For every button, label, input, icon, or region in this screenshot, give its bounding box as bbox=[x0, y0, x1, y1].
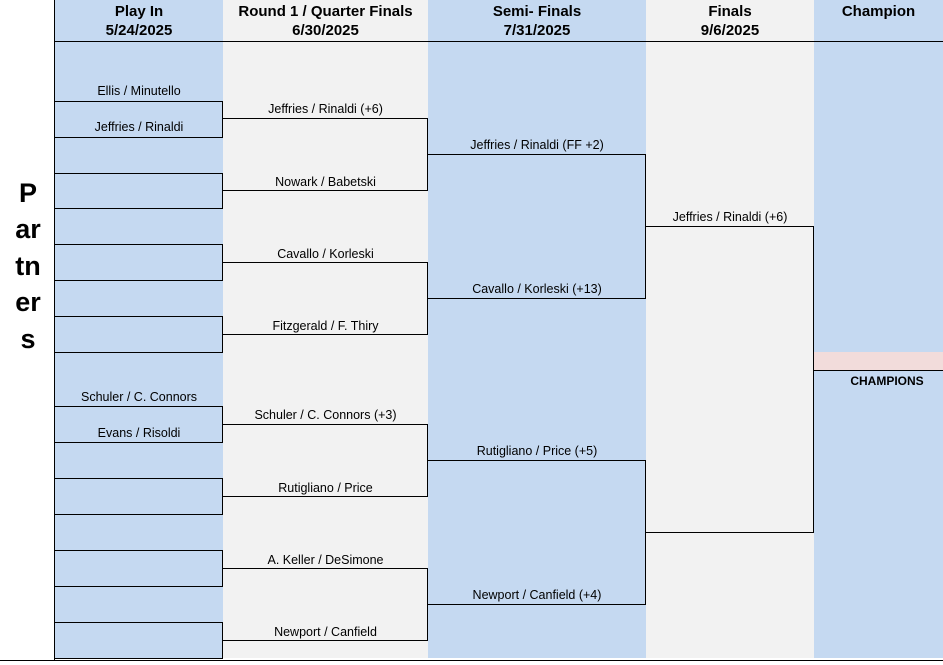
slot-line bbox=[55, 658, 223, 659]
header-title: Semi- Finals bbox=[492, 3, 582, 20]
semis-connector bbox=[645, 154, 646, 298]
slot-edge bbox=[222, 316, 223, 352]
bottom-border bbox=[0, 660, 943, 661]
slot-line bbox=[55, 208, 223, 209]
semis-team: Cavallo / Korleski (+13) bbox=[472, 282, 602, 296]
round1-line bbox=[223, 334, 428, 335]
champion-line bbox=[814, 370, 943, 371]
slot-line bbox=[55, 173, 223, 174]
champion-highlight bbox=[814, 352, 943, 370]
champion-column bbox=[814, 0, 943, 658]
slot-line bbox=[55, 352, 223, 353]
play-in-line bbox=[55, 101, 223, 102]
slot-line bbox=[55, 244, 223, 245]
semis-line bbox=[428, 154, 646, 155]
round1-team: Cavallo / Korleski bbox=[277, 247, 374, 261]
round1-line bbox=[223, 640, 428, 641]
slot-line bbox=[55, 514, 223, 515]
semis-team: Rutigliano / Price (+5) bbox=[476, 444, 598, 458]
round1-line bbox=[223, 424, 428, 425]
semis-line bbox=[428, 460, 646, 461]
slot-line bbox=[55, 316, 223, 317]
header-finals: Finals 9/6/2025 bbox=[646, 2, 814, 40]
semis-column bbox=[428, 0, 646, 658]
header-date: 9/6/2025 bbox=[700, 22, 760, 39]
finals-team: Jeffries / Rinaldi (+6) bbox=[672, 210, 788, 224]
header-round1: Round 1 / Quarter Finals 6/30/2025 bbox=[223, 2, 428, 40]
round1-line bbox=[223, 568, 428, 569]
slot-line bbox=[55, 280, 223, 281]
play-in-team: Evans / Risoldi bbox=[97, 426, 181, 440]
round1-line bbox=[223, 496, 428, 497]
semis-team: Jeffries / Rinaldi (FF +2) bbox=[470, 138, 604, 152]
champion-label: CHAMPIONS bbox=[850, 374, 924, 388]
play-in-team: Jeffries / Rinaldi bbox=[94, 120, 184, 134]
slot-line bbox=[55, 586, 223, 587]
header-semis: Semi- Finals 7/31/2025 bbox=[428, 2, 646, 40]
slot-edge bbox=[222, 622, 223, 658]
semis-team: Newport / Canfield (+4) bbox=[472, 588, 602, 602]
finals-line bbox=[646, 532, 814, 533]
header-divider bbox=[54, 41, 943, 42]
round1-line bbox=[223, 190, 428, 191]
header-title: Round 1 / Quarter Finals bbox=[238, 3, 413, 20]
play-in-team: Schuler / C. Connors bbox=[80, 390, 198, 404]
semis-connector bbox=[645, 460, 646, 604]
header-date: 7/31/2025 bbox=[503, 22, 571, 39]
slot-edge bbox=[222, 550, 223, 586]
round1-team: Fitzgerald / F. Thiry bbox=[272, 319, 379, 333]
round1-line bbox=[223, 118, 428, 119]
round1-connector bbox=[427, 118, 428, 190]
round1-column bbox=[223, 0, 428, 658]
slot-edge bbox=[222, 478, 223, 514]
slot-line bbox=[55, 622, 223, 623]
header-title: Finals bbox=[708, 3, 752, 20]
play-in-line bbox=[55, 137, 223, 138]
finals-line bbox=[646, 226, 814, 227]
play-in-line bbox=[55, 442, 223, 443]
play-in-line bbox=[55, 406, 223, 407]
slot-line bbox=[55, 478, 223, 479]
round1-connector bbox=[427, 262, 428, 334]
slot-edge bbox=[222, 173, 223, 208]
semis-line bbox=[428, 604, 646, 605]
round1-team: Rutigliano / Price bbox=[278, 481, 373, 495]
play-in-connector bbox=[222, 406, 223, 442]
play-in-connector bbox=[222, 101, 223, 137]
header-date: 6/30/2025 bbox=[292, 22, 359, 39]
play-in-team: Ellis / Minutello bbox=[97, 84, 181, 98]
header-play-in: Play In 5/24/2025 bbox=[55, 2, 223, 40]
round1-team: Newport / Canfield bbox=[274, 625, 377, 639]
round1-team: Schuler / C. Connors (+3) bbox=[254, 408, 397, 422]
round1-line bbox=[223, 262, 428, 263]
round1-team: A. Keller / DeSimone bbox=[267, 553, 384, 567]
round1-connector bbox=[427, 568, 428, 640]
play-in-column bbox=[55, 0, 223, 658]
round1-team: Jeffries / Rinaldi (+6) bbox=[268, 102, 383, 116]
round1-team: Nowark / Babetski bbox=[275, 175, 376, 189]
finals-connector bbox=[813, 226, 814, 532]
header-title: Champion bbox=[841, 3, 916, 20]
header-date: 5/24/2025 bbox=[105, 22, 173, 39]
slot-line bbox=[55, 550, 223, 551]
round1-connector bbox=[427, 424, 428, 496]
header-champion: Champion bbox=[814, 2, 943, 21]
header-title: Play In bbox=[114, 3, 164, 20]
semis-line bbox=[428, 298, 646, 299]
left-border bbox=[54, 0, 55, 660]
side-label: Partners bbox=[15, 178, 41, 354]
slot-edge bbox=[222, 244, 223, 280]
finals-column bbox=[646, 0, 814, 658]
